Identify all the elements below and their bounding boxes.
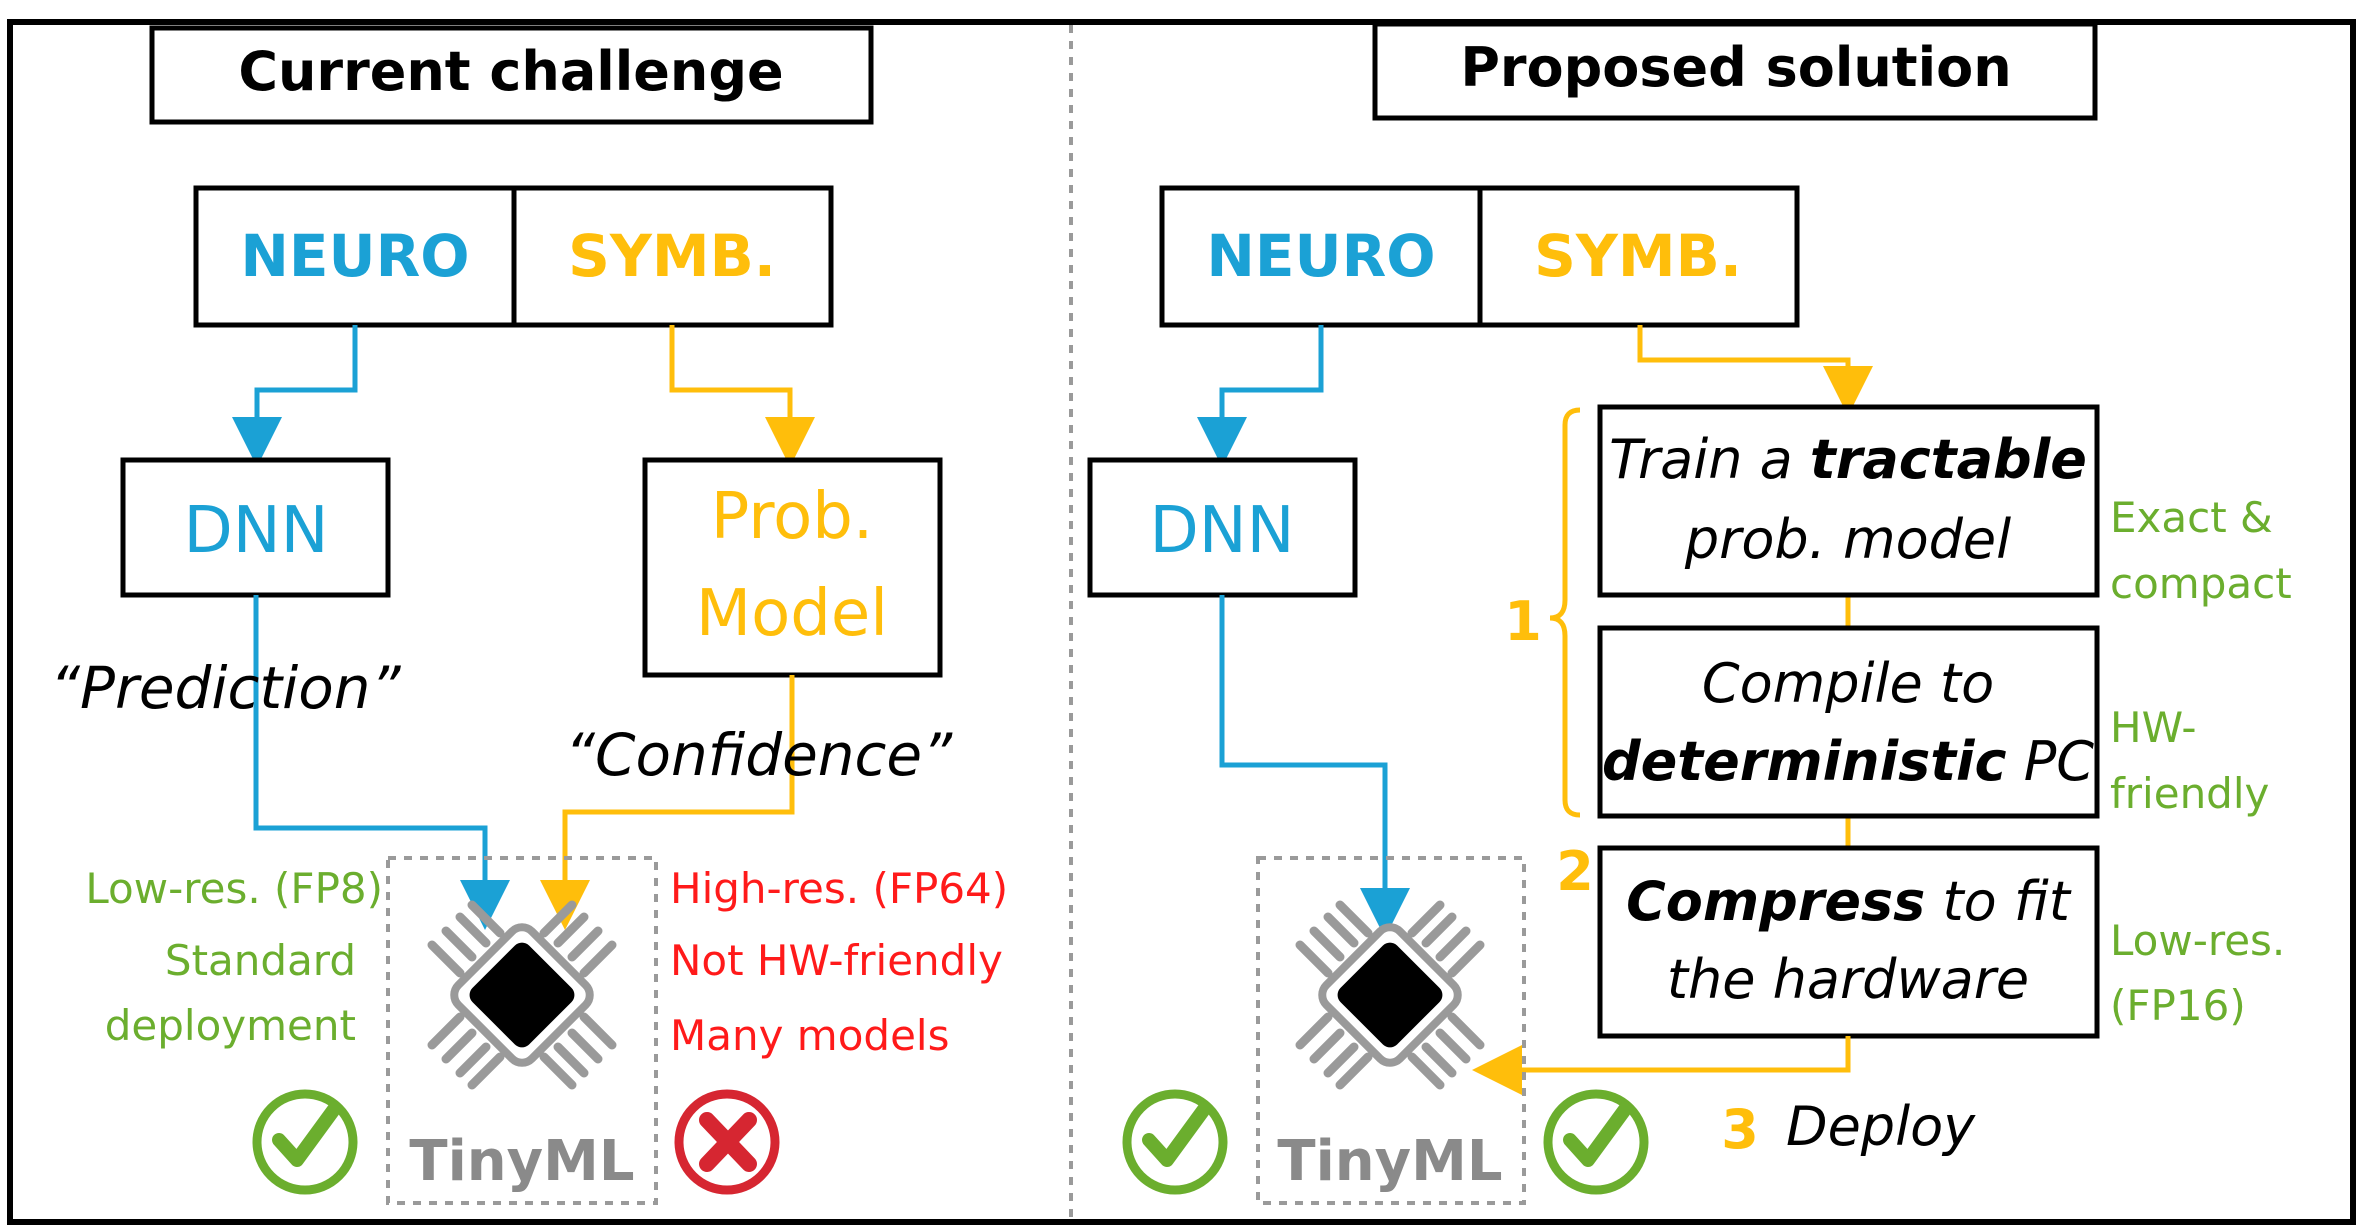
right-train-line2: prob. model xyxy=(1684,508,2011,571)
left-prediction-label: “Prediction” xyxy=(50,654,401,722)
right-title: Proposed solution xyxy=(1460,36,2011,99)
step1-bracket xyxy=(1549,407,1581,818)
right-train-box xyxy=(1597,404,2100,598)
left-prob-line2: Model xyxy=(696,577,888,651)
step-number-3: 3 xyxy=(1721,1098,1759,1161)
outer-frame xyxy=(7,19,2356,1225)
left-check-icon xyxy=(257,1094,353,1190)
left-cross-icon xyxy=(679,1094,775,1190)
right-compile-line2-bold: deterministic xyxy=(1602,730,2007,793)
right-title-box xyxy=(1372,21,2098,121)
right-dnn-label: DNN xyxy=(1149,494,1294,568)
left-green-note-3: deployment xyxy=(105,1001,356,1050)
note-exact-2: compact xyxy=(2110,559,2292,608)
right-symb-label: SYMB. xyxy=(1534,222,1742,290)
left-title-box xyxy=(149,25,874,125)
note-hw-2: friendly xyxy=(2110,769,2269,818)
left-neuro-label: NEURO xyxy=(240,222,469,290)
left-prob-line1: Prob. xyxy=(711,480,874,554)
right-chip-frame xyxy=(1256,856,1526,1205)
note-exact-1: Exact & xyxy=(2110,493,2273,542)
right-compress-line1-post: to fit xyxy=(1925,870,2071,933)
left-chip-frame xyxy=(386,856,658,1205)
right-chip-icon xyxy=(1300,905,1480,1085)
right-check-icon-left xyxy=(1127,1094,1223,1190)
left-dnn-box xyxy=(120,457,391,598)
note-lowres-2: (FP16) xyxy=(2110,981,2246,1030)
left-red-note-1: High-res. (FP64) xyxy=(670,864,1008,913)
right-dnn-box xyxy=(1087,457,1358,598)
left-prob-to-chip-arrow xyxy=(540,675,795,930)
left-prob-model-box xyxy=(642,457,943,678)
deploy-label: Deploy xyxy=(1786,1095,1976,1158)
left-chip-icon xyxy=(432,905,612,1085)
right-compile-line2: deterministic PC xyxy=(1602,730,2094,793)
left-dnn-label: DNN xyxy=(183,494,328,568)
note-lowres-1: Low-res. xyxy=(2110,916,2285,965)
left-symb-to-prob-arrow xyxy=(669,325,815,467)
right-train-line1-pre: Train a xyxy=(1609,428,1810,491)
left-chip-label: TinyML xyxy=(409,1129,634,1194)
left-symb-label: SYMB. xyxy=(568,222,776,290)
right-train-line1-bold: tractable xyxy=(1810,428,2087,491)
left-neuro-to-dnn-arrow xyxy=(232,325,358,467)
right-compress-line1: Compress to fit xyxy=(1626,870,2072,933)
right-dnn-to-chip-arrow xyxy=(1219,595,1410,938)
right-check-icon-right xyxy=(1548,1094,1644,1190)
right-compress-line2: the hardware xyxy=(1667,948,2029,1011)
left-green-note-1: Low-res. (FP8) xyxy=(85,864,383,913)
right-compile-line1: Compile to xyxy=(1702,652,1994,715)
right-neuro-to-dnn-arrow xyxy=(1197,325,1324,467)
left-red-note-3: Many models xyxy=(670,1011,949,1060)
right-deploy-arrow xyxy=(1472,1036,1851,1095)
step-number-1: 1 xyxy=(1504,590,1542,653)
left-dnn-to-chip-arrow xyxy=(253,595,510,930)
left-symb-box xyxy=(511,185,834,328)
right-compress-box xyxy=(1597,845,2100,1039)
right-panel: Proposed solution NEURO SYMB. DNN Train … xyxy=(1087,21,2292,1205)
right-compile-line2-post: PC xyxy=(2007,730,2095,793)
left-panel: Current challenge NEURO SYMB. DNN Prob. … xyxy=(50,25,1008,1205)
right-neuro-label: NEURO xyxy=(1206,222,1435,290)
left-green-note-2: Standard xyxy=(165,936,356,985)
note-hw-1: HW- xyxy=(2110,703,2197,752)
right-symb-box xyxy=(1477,185,1800,328)
step-number-2: 2 xyxy=(1556,840,1594,903)
right-symb-to-train-arrow xyxy=(1637,325,1873,416)
right-chip-label: TinyML xyxy=(1277,1129,1502,1194)
left-title: Current challenge xyxy=(238,40,783,103)
right-train-line1: Train a tractable xyxy=(1609,428,2087,491)
left-confidence-label: “Confidence” xyxy=(565,721,953,789)
left-red-note-2: Not HW-friendly xyxy=(670,936,1003,985)
right-compile-box xyxy=(1597,625,2100,819)
right-neuro-box xyxy=(1159,185,1483,328)
right-compress-line1-bold: Compress xyxy=(1626,870,1925,933)
